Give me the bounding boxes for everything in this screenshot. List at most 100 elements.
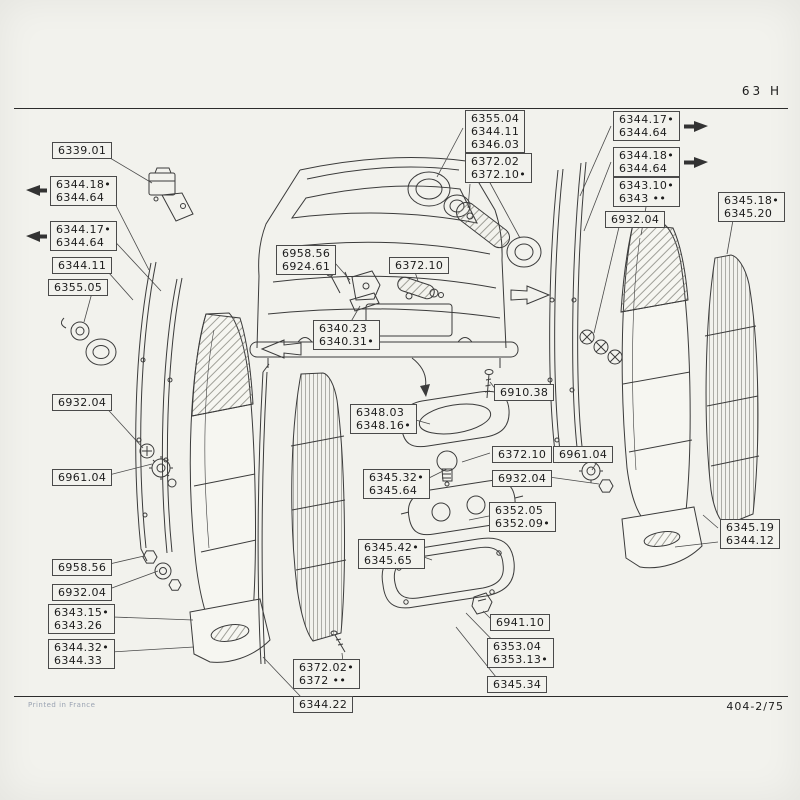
right-seal-strips xyxy=(547,161,587,464)
label-left-base: 6344.32•6344.33 xyxy=(48,639,116,669)
part-number: 6343 •• xyxy=(619,192,667,205)
label-left-housing: 6343.15•6343.26 xyxy=(48,604,116,634)
label-left-top: 6344.18•6344.64 xyxy=(50,176,118,206)
part-number: 6372 •• xyxy=(299,674,347,687)
part-number: 6345.34 xyxy=(493,678,542,691)
part-number: 6372.02 xyxy=(471,155,520,168)
label-right-washer: 6932.04 xyxy=(492,470,553,487)
part-number: 6345.20 xyxy=(724,207,773,220)
part-number: 6344.64 xyxy=(56,191,105,204)
part-number: 6344.17• xyxy=(619,113,675,126)
part-number: 6355.04 xyxy=(471,112,520,125)
part-number: 6344.18• xyxy=(619,149,675,162)
label-left-nut: 6958.56 xyxy=(52,559,113,576)
arrow-right-top-icon xyxy=(684,121,708,132)
label-plate-socket: 6372.10 xyxy=(389,257,450,274)
part-number: 6344.64 xyxy=(56,236,105,249)
left-nut-parts xyxy=(142,550,182,591)
part-number: 6344.18• xyxy=(56,178,112,191)
part-number: 6344.22 xyxy=(299,698,348,711)
part-number: 6348.03 xyxy=(356,406,405,419)
grommet-parts xyxy=(60,317,117,366)
part-number: 6340.23 xyxy=(319,322,368,335)
hollow-arrow-right-icon xyxy=(510,285,551,305)
catalog-reference: 404-2/75 xyxy=(726,700,784,713)
part-number: 6932.04 xyxy=(498,472,547,485)
curved-arrow-head-icon xyxy=(420,384,430,397)
label-clip: 6941.10 xyxy=(490,614,551,631)
part-number: 6345.32• xyxy=(369,471,425,484)
label-screw-top: 6910.38 xyxy=(494,384,555,401)
top-lamp-assembly xyxy=(407,171,542,268)
left-tail-lamp-housing xyxy=(189,312,257,639)
printed-in-france-note: Printed in France xyxy=(28,701,96,709)
part-number: 6343.10• xyxy=(619,179,675,192)
label-right-top: 6344.17•6344.64 xyxy=(613,111,681,141)
part-number: 6344.64 xyxy=(619,162,668,175)
left-tail-lamp-lens xyxy=(290,372,347,642)
left-socket-parts xyxy=(139,443,177,488)
arrow-left-mid-icon xyxy=(26,231,47,242)
part-number: 6345.64 xyxy=(369,484,418,497)
arrow-right-mid-icon xyxy=(684,157,708,168)
label-left-socket: 6961.04 xyxy=(52,469,113,486)
part-number: 6345.19 xyxy=(726,521,775,534)
part-number: 6343.26 xyxy=(54,619,103,632)
mounting-strip xyxy=(257,363,270,665)
top-rule xyxy=(14,108,788,109)
label-strip: 6344.22 xyxy=(293,696,354,713)
label-grommet: 6355.05 xyxy=(48,279,109,296)
part-number: 6372.10 xyxy=(395,259,444,272)
left-seal-strips xyxy=(135,261,183,562)
right-tail-lamp-housing xyxy=(620,221,693,524)
label-arrows xyxy=(26,121,708,242)
label-right-seal-washer: 6932.04 xyxy=(605,211,666,228)
part-number: 6345.18• xyxy=(724,194,780,207)
part-number: 6355.05 xyxy=(54,281,103,294)
right-washer-parts xyxy=(579,329,623,493)
part-number: 6344.32• xyxy=(54,641,110,654)
part-number: 6353.13• xyxy=(493,653,549,666)
part-number: 6344.12 xyxy=(726,534,775,547)
part-number: 6941.10 xyxy=(496,616,545,629)
part-number: 6372.10• xyxy=(471,168,527,181)
label-plate-gasket: 6345.42•6345.65 xyxy=(358,539,426,569)
label-right-socket: 6961.04 xyxy=(553,446,614,463)
label-relay: 6339.01 xyxy=(52,142,113,159)
right-lamp-base xyxy=(621,506,703,569)
part-number: 6958.56 xyxy=(282,247,331,260)
label-plate: 6345.34 xyxy=(487,676,548,693)
hollow-arrows xyxy=(260,285,551,397)
part-number: 6343.15• xyxy=(54,606,110,619)
label-right-housing: 6343.10•6343 •• xyxy=(613,177,681,207)
part-number: 6344.11 xyxy=(471,125,520,138)
curved-arrow-icon xyxy=(411,357,427,390)
part-number: 6352.09• xyxy=(495,517,551,530)
part-number: 6344.11 xyxy=(58,259,107,272)
part-number: 6924.61 xyxy=(282,260,331,273)
part-number: 6348.16• xyxy=(356,419,412,432)
part-number: 6372.02• xyxy=(299,661,355,674)
part-number: 6372.10 xyxy=(498,448,547,461)
part-number: 6345.42• xyxy=(364,541,420,554)
part-number: 6339.01 xyxy=(58,144,107,157)
label-screw-bottom: 6372.02•6372 •• xyxy=(293,659,361,689)
page-number: 63 H xyxy=(741,84,782,98)
relay-part xyxy=(148,167,194,222)
bottom-rule xyxy=(14,696,788,697)
label-left-seal: 6344.11 xyxy=(52,257,113,274)
arrow-left-top-icon xyxy=(26,185,47,196)
label-left-clip: 6932.04 xyxy=(52,394,113,411)
left-lamp-base xyxy=(189,598,271,663)
part-number: 6345.65 xyxy=(364,554,413,567)
part-number: 6932.04 xyxy=(58,396,107,409)
